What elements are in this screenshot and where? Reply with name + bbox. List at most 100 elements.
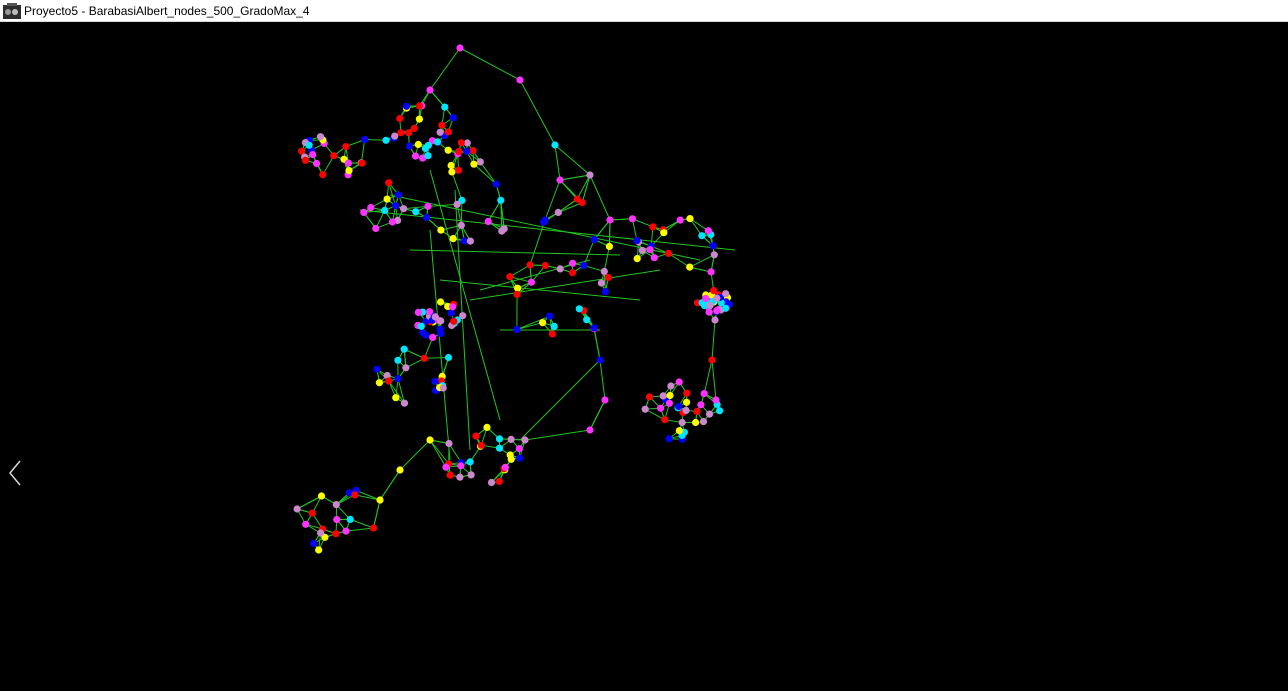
- graph-edges: [296, 47, 736, 551]
- graph-edge: [429, 47, 461, 91]
- graph-node: [650, 254, 658, 262]
- graph-node: [507, 435, 515, 443]
- graph-edge: [593, 327, 601, 361]
- graph-edge: [644, 408, 665, 421]
- graph-node: [710, 287, 718, 295]
- graph-visualization: [293, 44, 736, 554]
- graph-node: [660, 229, 668, 237]
- graph-node: [583, 316, 591, 324]
- graph-node: [578, 199, 586, 207]
- graph-edge: [388, 182, 397, 206]
- graph-node: [507, 455, 515, 463]
- graph-node: [702, 294, 710, 302]
- graph-node: [686, 215, 694, 223]
- graph-node: [707, 268, 715, 276]
- graph-node: [675, 402, 683, 411]
- graph-node: [541, 216, 549, 224]
- graph-node: [500, 225, 508, 233]
- graph-node: [445, 439, 453, 448]
- chevron-left-icon[interactable]: [4, 458, 26, 488]
- graph-node: [437, 298, 445, 306]
- graph-node: [342, 527, 350, 535]
- graph-edge: [460, 200, 463, 226]
- graph-edge: [509, 276, 532, 283]
- graph-node: [441, 103, 449, 111]
- graph-node: [446, 471, 454, 479]
- graph-node: [554, 208, 562, 216]
- graph-edge: [599, 359, 606, 401]
- graph-node: [484, 217, 492, 226]
- graph-node: [466, 237, 474, 245]
- graph-node: [444, 353, 453, 362]
- graph-node: [526, 261, 534, 269]
- graph-node: [476, 158, 484, 166]
- graph-node: [638, 246, 646, 254]
- graph-node: [358, 159, 366, 167]
- graph-node: [405, 129, 413, 137]
- graph-node: [686, 263, 694, 271]
- graph-edge: [479, 161, 497, 185]
- graph-node: [708, 356, 716, 364]
- graph-node: [706, 301, 714, 309]
- graph-node: [649, 223, 657, 231]
- graph-node: [657, 404, 665, 412]
- graph-node: [633, 237, 641, 245]
- graph-node: [459, 312, 467, 320]
- graph-node: [515, 445, 523, 453]
- graph-node: [415, 102, 424, 110]
- graph-node: [383, 371, 391, 380]
- graph-node: [458, 196, 466, 204]
- graph-node: [405, 142, 413, 150]
- graph-node: [317, 529, 325, 537]
- graph-node: [675, 378, 683, 386]
- graph-node: [457, 462, 465, 470]
- graph-edge: [399, 439, 431, 471]
- graph-edge: [711, 359, 717, 401]
- graph-edge: [500, 200, 505, 229]
- graph-edge: [631, 218, 638, 241]
- graph-node: [342, 143, 350, 151]
- graph-edge: [423, 337, 434, 359]
- graph-node: [448, 168, 456, 176]
- graph-node: [722, 290, 730, 298]
- graph-node: [550, 322, 558, 330]
- graph-node: [600, 267, 608, 275]
- graph-node: [455, 148, 463, 156]
- graph-node: [360, 208, 368, 216]
- graph-edge: [554, 144, 591, 176]
- graph-node: [645, 393, 654, 401]
- processing-app-icon: [2, 2, 22, 20]
- graph-node: [678, 418, 686, 427]
- window-title: Proyecto5 - BarabasiAlbert_nodes_500_Gra…: [24, 3, 310, 18]
- graph-node: [665, 435, 673, 443]
- graph-edge: [608, 219, 611, 247]
- graph-node: [437, 329, 445, 338]
- graph-node: [447, 161, 455, 170]
- graph-edge: [409, 249, 621, 256]
- graph-edge: [372, 499, 381, 529]
- graph-node: [487, 478, 496, 487]
- graph-edge: [558, 198, 578, 213]
- graph-node: [463, 139, 471, 147]
- graph-node: [372, 224, 380, 232]
- graph-node: [516, 76, 524, 84]
- graph-node: [604, 273, 612, 282]
- graph-node: [333, 516, 341, 524]
- graph-node: [373, 365, 381, 373]
- graph-canvas[interactable]: [0, 22, 1288, 691]
- graph-node: [442, 463, 450, 471]
- graph-node: [361, 135, 369, 144]
- graph-node: [683, 398, 691, 406]
- graph-node: [597, 279, 606, 287]
- graph-node: [527, 278, 536, 286]
- graph-node: [420, 354, 428, 362]
- graph-node: [713, 294, 721, 302]
- graph-node: [699, 418, 708, 426]
- graph-node: [704, 227, 712, 235]
- graph-node: [675, 427, 684, 435]
- graph-edge: [519, 79, 556, 146]
- graph-edge: [469, 269, 661, 301]
- graph-node: [431, 313, 439, 321]
- graph-node: [506, 273, 514, 281]
- graph-node: [305, 141, 313, 149]
